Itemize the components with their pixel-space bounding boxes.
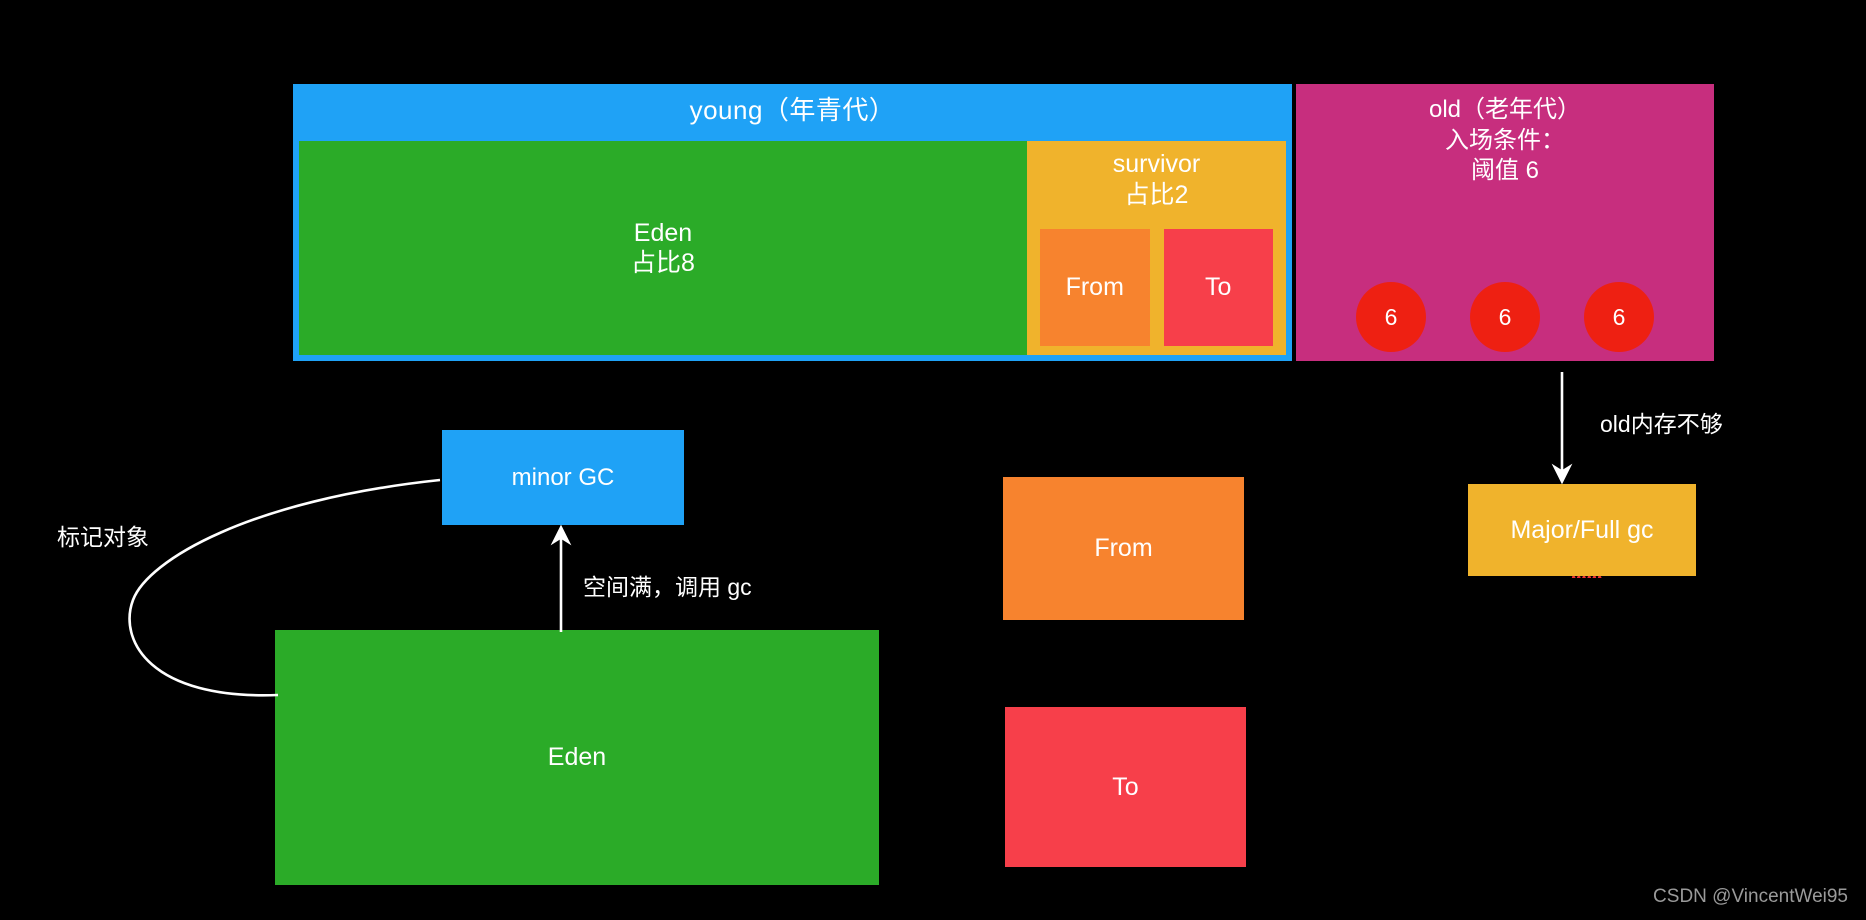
major-full-gc-label: Major/Full gc [1510,515,1654,544]
from-bottom-box: From [1003,477,1244,620]
old-generation-block: old（老年代） 入场条件： 阈值 6 6 6 6 [1296,84,1714,361]
survivor-subregions: From To [1040,229,1273,346]
survivor-region-name: survivor [1112,150,1201,178]
major-full-gc-box: Major/Full gc [1468,484,1696,578]
old-generation-title: old（老年代） 入场条件： 阈值 6 [1296,95,1714,187]
young-generation-block: young（年青代） Eden 占比8 survivor 占比2 From To [293,84,1292,361]
old-object-circle: 6 [1470,282,1540,352]
to-bottom-box: To [1005,707,1246,867]
old-generation-name: old（老年代） [1428,96,1582,123]
eden-region-ratio: 占比8 [631,249,695,277]
young-generation-title: young（年青代） [689,95,896,125]
survivor-region-ratio: 占比2 [1124,180,1189,209]
survivor-from-region: From [1040,229,1150,346]
space-full-label: 空间满，调用 gc [583,574,752,600]
watermark: CSDN @VincentWei95 [1653,886,1848,907]
spellcheck-squiggle-icon [1571,573,1603,578]
mark-object-label: 标记对象 [57,524,149,550]
survivor-to-region: To [1163,229,1273,346]
old-object-circle: 6 [1584,282,1654,352]
eden-region-name: Eden [633,218,693,247]
minor-gc-box: minor GC [442,430,684,525]
survivor-region: survivor 占比2 From To [1027,141,1286,355]
old-memory-low-label: old内存不够 [1600,411,1723,437]
young-generation-contents: Eden 占比8 survivor 占比2 From To [299,141,1286,355]
survivor-region-title: survivor 占比2 [1113,149,1201,210]
old-generation-objects: 6 6 6 [1296,282,1714,352]
old-generation-entry-condition: 入场条件： [1445,126,1565,154]
old-generation-threshold: 阈值 6 [1470,157,1539,185]
eden-bottom-box: Eden [275,630,879,885]
eden-region: Eden 占比8 [299,141,1027,355]
old-object-circle: 6 [1356,282,1426,352]
